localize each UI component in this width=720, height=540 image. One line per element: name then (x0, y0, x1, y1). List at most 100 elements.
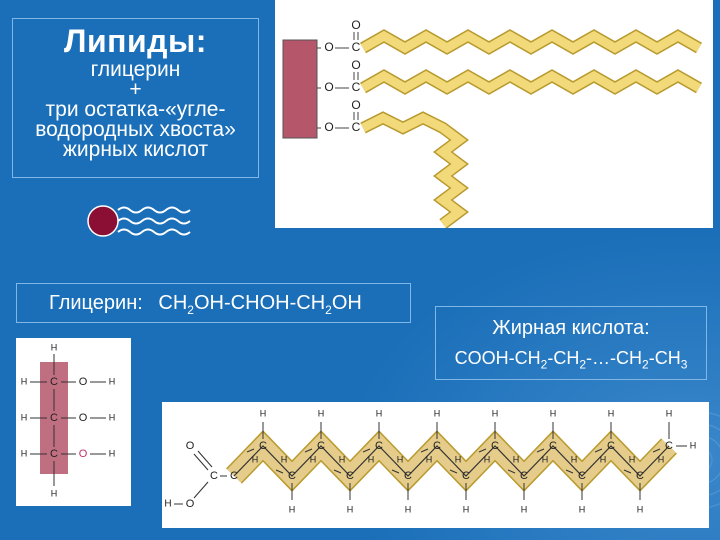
carbonyl-carbon-label: C (352, 80, 361, 94)
carbon-label: C (404, 470, 412, 482)
bond-line (362, 448, 371, 453)
hydrogen-label: H (426, 454, 433, 464)
hydrogen-label: H (51, 342, 58, 352)
carbon-label: C (50, 376, 58, 388)
glycerol-block (282, 39, 318, 139)
double-bond-line (193, 453, 209, 471)
hydrogen-label: H (463, 504, 470, 514)
bond-line (652, 448, 661, 453)
lipid-definition-box: Липиды: глицерин + три остатка-«угле- во… (12, 18, 259, 178)
hydrogen-label: H (521, 504, 528, 514)
bond-line (507, 469, 516, 474)
bond-line (623, 469, 632, 474)
hydrogen-label: H (318, 408, 325, 418)
glycerol-label: Глицерин: (49, 292, 143, 314)
lipid-tail-icon (117, 228, 191, 236)
bond-line (478, 448, 487, 453)
hydrogen-label: H (666, 408, 673, 418)
hydrogen-label: H (164, 499, 171, 510)
carboxyl-carbon-label: C (210, 470, 218, 482)
carbon-label: C (607, 440, 615, 452)
hydrogen-label: H (658, 454, 665, 464)
hydrogen-label: H (21, 448, 28, 458)
carbon-label: C (50, 448, 58, 460)
hydrogen-label: H (608, 408, 615, 418)
glycerol-formula-box: Глицерин: CH2OH-CHOH-CH2OH (16, 283, 411, 323)
lipid-line-acids: жирных кислот (62, 138, 209, 161)
bond-line (536, 448, 545, 453)
carboxyl-oxygen-label: O (186, 440, 195, 452)
bond-line (594, 448, 603, 453)
lipid-line-tails: водородных хвоста» (35, 118, 236, 141)
hydrogen-label: H (347, 504, 354, 514)
hydrocarbon-tail-fill (360, 70, 702, 94)
hydrogen-label: H (368, 454, 375, 464)
hydrogen-label: H (434, 408, 441, 418)
hydrogen-label: H (339, 454, 346, 464)
hydrogen-label: H (492, 408, 499, 418)
hydrogen-label: H (376, 408, 383, 418)
carbon-label: C (346, 470, 354, 482)
hydrogen-label: H (252, 454, 259, 464)
carbon-label: C (230, 470, 238, 482)
fatty-acid-formula: COOH-CH2-CH2-…-CH2-CH3 (454, 348, 688, 372)
hydrogen-label: H (109, 376, 116, 386)
hydrogen-label: H (21, 376, 28, 386)
bond-line (333, 469, 342, 474)
carbon-label: C (317, 440, 325, 452)
carbon-label: C (50, 412, 58, 424)
carbon-label: C (259, 440, 267, 452)
carbon-label: C (578, 470, 586, 482)
ester-oxygen-label: O (324, 40, 333, 54)
hydrogen-label: H (484, 454, 491, 464)
carbon-label: C (288, 470, 296, 482)
bond-line (275, 469, 284, 474)
carbon-label: C (520, 470, 528, 482)
bond-line (304, 448, 313, 453)
fatty-acid-title: Жирная кислота: (492, 317, 650, 339)
hydrogen-label: H (260, 408, 267, 418)
lipid-tail-icon (117, 217, 191, 225)
carbonyl-carbon-label: C (352, 120, 361, 134)
bond-line (246, 448, 255, 453)
carbon-label: C (375, 440, 383, 452)
lipid-title: Липиды: (64, 23, 207, 59)
hydrogen-label: H (550, 408, 557, 418)
glycerol-formula: CH2OH-CHOH-CH2OH (158, 292, 362, 317)
hydroxyl-oxygen-label: O (79, 376, 88, 388)
carbonyl-oxygen-label: O (351, 98, 360, 112)
hydrogen-label: H (513, 454, 520, 464)
bond-line (193, 481, 209, 499)
hydrocarbon-tail-fill (360, 30, 702, 54)
bond-line (565, 469, 574, 474)
carbon-label: C (491, 440, 499, 452)
hydrogen-label: H (21, 412, 28, 422)
hydrogen-label: H (289, 504, 296, 514)
hydrogen-label: H (405, 504, 412, 514)
bond-line (391, 469, 400, 474)
hydrocarbon-tail-fill (360, 112, 467, 228)
bond-line (449, 469, 458, 474)
chain-bond-line (233, 445, 670, 477)
lipid-symbol-icon (87, 205, 191, 237)
lipid-head-icon (87, 205, 119, 237)
lipid-line-glycerol: глицерин (90, 58, 181, 81)
hydroxyl-oxygen-label: O (79, 412, 88, 424)
hydrogen-label: H (310, 454, 317, 464)
double-bond-line (197, 450, 213, 468)
carbon-label: C (549, 440, 557, 452)
hydrogen-label: H (109, 448, 116, 458)
hydrogen-label: H (542, 454, 549, 464)
carbon-label: C (433, 440, 441, 452)
bond-line (420, 448, 429, 453)
hydroxyl-oxygen-label: O (79, 448, 88, 460)
lipid-tail-icon (117, 206, 191, 214)
lipid-line-plus: + (129, 78, 142, 101)
hydrogen-label: H (579, 504, 586, 514)
hydrogen-label: H (637, 504, 644, 514)
hydrogen-label: H (109, 412, 116, 422)
hydrogen-label: H (600, 454, 607, 464)
